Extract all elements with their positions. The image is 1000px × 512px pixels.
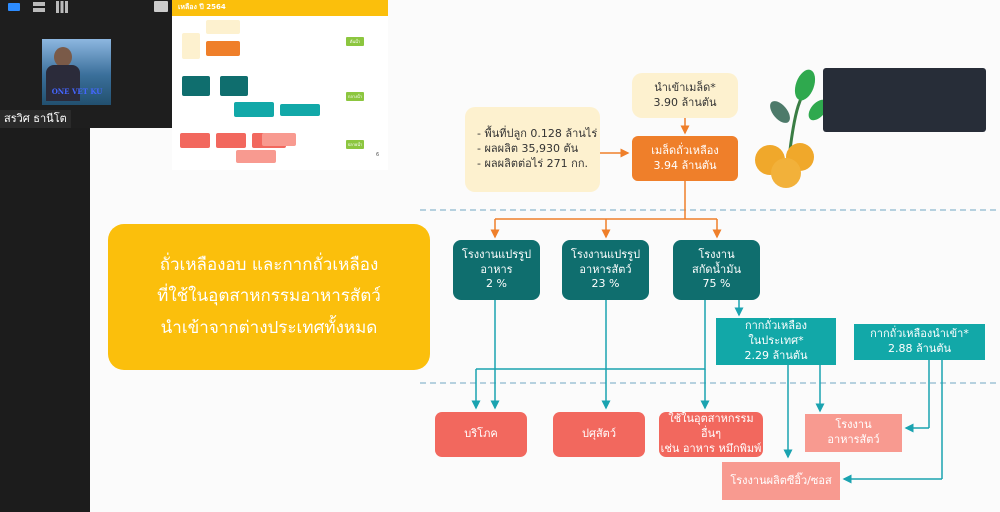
production-info-box: - พื้นที่ปลูก 0.128 ล้านไร่ - ผลผลิต 35,… bbox=[465, 107, 600, 192]
participant-name: สรวิศ ธานีโต bbox=[0, 110, 71, 128]
stage-label-upstream: ต้นน้ำ bbox=[346, 37, 364, 46]
gallery-view-icon[interactable] bbox=[56, 1, 68, 13]
speaker-view-icon[interactable] bbox=[8, 3, 20, 11]
livestock-box: ปศุสัตว์ bbox=[553, 412, 645, 457]
minimize-icon[interactable] bbox=[154, 1, 168, 12]
consumption-box: บริโภค bbox=[435, 412, 527, 457]
food-processor-box: โรงงานแปรรูป อาหาร 2 % bbox=[453, 240, 540, 300]
domestic-meal-box: กากถั่วเหลือง ในประเทศ* 2.29 ล้านตัน bbox=[716, 318, 836, 365]
stage-label-downstream: ปลายน้ำ bbox=[346, 140, 364, 149]
stage-label-midstream: กลางน้ำ bbox=[346, 92, 364, 101]
soybean-seed-box: เมล็ดถั่วเหลือง 3.94 ล้านตัน bbox=[632, 136, 738, 181]
strip-view-icon[interactable] bbox=[33, 2, 45, 6]
participant-video: ONE VET KU bbox=[42, 39, 111, 105]
oil-extraction-box: โรงงาน สกัดน้ำมัน 75 % bbox=[673, 240, 760, 300]
seed-import-box: นำเข้าเมล็ด* 3.90 ล้านตัน bbox=[632, 73, 738, 118]
feed-mill-box: โรงงาน อาหารสัตว์ bbox=[805, 414, 902, 452]
video-caption: ONE VET KU bbox=[51, 87, 103, 96]
thumbnail-header bbox=[172, 0, 388, 16]
video-panel: ONE VET KU สรวิศ ธานีโต bbox=[0, 0, 172, 128]
soybean-plant-illustration bbox=[755, 69, 828, 188]
imported-meal-box: กากถั่วเหลืองนำเข้า* 2.88 ล้านตัน bbox=[854, 324, 985, 360]
soy-sauce-factory-box: โรงงานผลิตซีอิ๊ว/ซอส bbox=[722, 462, 840, 500]
page-number: 6 bbox=[376, 152, 380, 158]
other-industry-box: ใช้ในอุตสาหกรรมอื่นๆ เช่น อาหาร หมึกพิมพ… bbox=[659, 412, 763, 457]
self-video-tile bbox=[823, 68, 986, 132]
import-note-callout: ถั่วเหลืองอบ และกากถั่วเหลือง ที่ใช้ในอุ… bbox=[108, 224, 430, 370]
slide-thumbnail[interactable]: เหลือง ปี 2564 ต้นน้ำ กลางน้ำ ปลายน้ำ 6 bbox=[172, 0, 388, 170]
thumbnail-title: เหลือง ปี 2564 bbox=[178, 3, 226, 11]
feed-processor-box: โรงงานแปรรูป อาหารสัตว์ 23 % bbox=[562, 240, 649, 300]
